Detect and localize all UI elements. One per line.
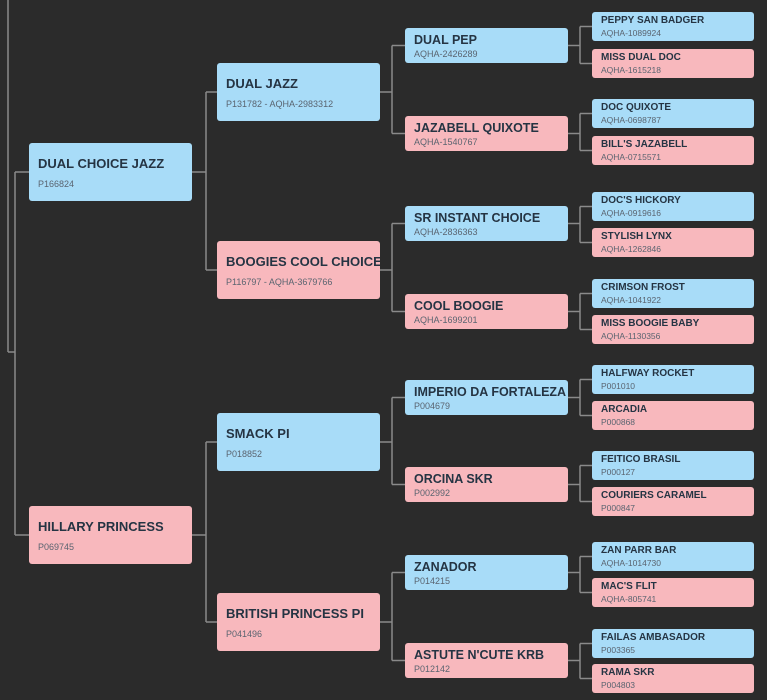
horse-name: JAZABELL QUIXOTE bbox=[414, 120, 539, 135]
registration-number: P018852 bbox=[226, 448, 263, 459]
horse-name: MISS DUAL DOC bbox=[601, 52, 681, 63]
registration-number: P003365 bbox=[601, 645, 636, 655]
registration-number: AQHA-2426289 bbox=[414, 48, 478, 59]
horse-name: ARCADIA bbox=[601, 404, 648, 415]
horse-card-gen1-2[interactable]: HILLARY PRINCESS P069745 bbox=[29, 506, 192, 564]
horse-card-gen4-7[interactable]: CRIMSON FROST AQHA-1041922 bbox=[592, 279, 754, 308]
registration-number: P004679 bbox=[414, 400, 451, 411]
horse-card-gen4-9[interactable]: HALFWAY ROCKET P001010 bbox=[592, 365, 754, 394]
registration-number: P001010 bbox=[601, 381, 636, 391]
registration-number: AQHA-0698787 bbox=[601, 115, 662, 125]
horse-name: CRIMSON FROST bbox=[601, 282, 685, 293]
horse-name: COOL BOOGIE bbox=[414, 298, 504, 313]
horse-card-gen2-4[interactable]: BRITISH PRINCESS PI P041496 bbox=[217, 593, 380, 651]
horse-name: DOC QUIXOTE bbox=[601, 102, 672, 113]
horse-name: HILLARY PRINCESS bbox=[38, 518, 164, 534]
horse-card-gen2-2[interactable]: BOOGIES COOL CHOICE P116797 - AQHA-367976… bbox=[217, 241, 380, 299]
horse-card-gen4-14[interactable]: MAC'S FLIT AQHA-805741 bbox=[592, 578, 754, 607]
horse-name: BILL'S JAZABELL bbox=[601, 139, 688, 150]
horse-card-gen4-11[interactable]: FEITICO BRASIL P000127 bbox=[592, 451, 754, 480]
horse-name: DUAL CHOICE JAZZ bbox=[38, 155, 165, 171]
horse-name: STYLISH LYNX bbox=[601, 231, 672, 242]
registration-number: AQHA-2836363 bbox=[414, 226, 478, 237]
registration-number: P012142 bbox=[414, 663, 451, 674]
horse-card-gen2-1[interactable]: DUAL JAZZ P131782 - AQHA-2983312 bbox=[217, 63, 380, 121]
registration-number: AQHA-1699201 bbox=[414, 314, 478, 325]
horse-name: IMPERIO DA FORTALEZA bbox=[414, 384, 567, 399]
horse-card-gen4-12[interactable]: COURIERS CARAMEL P000847 bbox=[592, 487, 754, 516]
registration-number: AQHA-1041922 bbox=[601, 295, 662, 305]
horse-card-gen4-3[interactable]: DOC QUIXOTE AQHA-0698787 bbox=[592, 99, 754, 128]
registration-number: P069745 bbox=[38, 541, 75, 552]
horse-name: DUAL JAZZ bbox=[226, 75, 298, 91]
registration-number: AQHA-1540767 bbox=[414, 136, 478, 147]
horse-name: DUAL PEP bbox=[414, 32, 477, 47]
registration-number: P000127 bbox=[601, 467, 636, 477]
registration-number: P166824 bbox=[38, 178, 75, 189]
registration-number: AQHA-805741 bbox=[601, 594, 657, 604]
horse-name: PEPPY SAN BADGER bbox=[601, 15, 705, 26]
registration-number: P131782 - AQHA-2983312 bbox=[226, 98, 334, 109]
registration-number: P000868 bbox=[601, 417, 636, 427]
horse-name: ORCINA SKR bbox=[414, 471, 493, 486]
horse-name: BOOGIES COOL CHOICE bbox=[226, 253, 380, 269]
registration-number: AQHA-0919616 bbox=[601, 208, 662, 218]
horse-name: SMACK PI bbox=[226, 425, 290, 441]
horse-card-gen4-10[interactable]: ARCADIA P000868 bbox=[592, 401, 754, 430]
registration-number: AQHA-1089924 bbox=[601, 28, 662, 38]
horse-card-gen4-13[interactable]: ZAN PARR BAR AQHA-1014730 bbox=[592, 542, 754, 571]
registration-number: AQHA-1615218 bbox=[601, 65, 662, 75]
horse-name: MISS BOOGIE BABY bbox=[601, 318, 700, 329]
horse-card-gen4-1[interactable]: PEPPY SAN BADGER AQHA-1089924 bbox=[592, 12, 754, 41]
horse-card-gen4-16[interactable]: RAMA SKR P004803 bbox=[592, 664, 754, 693]
registration-number: P000847 bbox=[601, 503, 636, 513]
horse-name: BRITISH PRINCESS PI bbox=[226, 605, 364, 621]
horse-name: FEITICO BRASIL bbox=[601, 454, 681, 465]
registration-number: AQHA-0715571 bbox=[601, 152, 662, 162]
registration-number: AQHA-1130356 bbox=[601, 331, 661, 341]
registration-number: AQHA-1262846 bbox=[601, 244, 662, 254]
horse-name: COURIERS CARAMEL bbox=[601, 490, 707, 501]
horse-name: RAMA SKR bbox=[601, 667, 655, 678]
horse-name: SR INSTANT CHOICE bbox=[414, 210, 541, 225]
horse-name: FAILAS AMBASADOR bbox=[601, 632, 706, 643]
registration-number: AQHA-1014730 bbox=[601, 558, 662, 568]
horse-card-gen1-1[interactable]: DUAL CHOICE JAZZ P166824 bbox=[29, 143, 192, 201]
horse-card-gen4-2[interactable]: MISS DUAL DOC AQHA-1615218 bbox=[592, 49, 754, 78]
registration-number: P014215 bbox=[414, 575, 451, 586]
horse-card-gen2-3[interactable]: SMACK PI P018852 bbox=[217, 413, 380, 471]
horse-name: HALFWAY ROCKET bbox=[601, 368, 695, 379]
horse-name: ASTUTE N'CUTE KRB bbox=[414, 647, 545, 662]
horse-card-gen4-15[interactable]: FAILAS AMBASADOR P003365 bbox=[592, 629, 754, 658]
horse-name: ZANADOR bbox=[414, 559, 477, 574]
horse-card-gen4-4[interactable]: BILL'S JAZABELL AQHA-0715571 bbox=[592, 136, 754, 165]
registration-number: P041496 bbox=[226, 628, 263, 639]
registration-number: P002992 bbox=[414, 487, 451, 498]
horse-name: DOC'S HICKORY bbox=[601, 195, 681, 206]
registration-number: P116797 - AQHA-3679766 bbox=[226, 276, 333, 287]
horse-name: ZAN PARR BAR bbox=[601, 545, 677, 556]
horse-card-gen4-5[interactable]: DOC'S HICKORY AQHA-0919616 bbox=[592, 192, 754, 221]
registration-number: P004803 bbox=[601, 680, 636, 690]
horse-card-gen4-6[interactable]: STYLISH LYNX AQHA-1262846 bbox=[592, 228, 754, 257]
horse-card-gen4-8[interactable]: MISS BOOGIE BABY AQHA-1130356 bbox=[592, 315, 754, 344]
horse-name: MAC'S FLIT bbox=[601, 581, 657, 592]
